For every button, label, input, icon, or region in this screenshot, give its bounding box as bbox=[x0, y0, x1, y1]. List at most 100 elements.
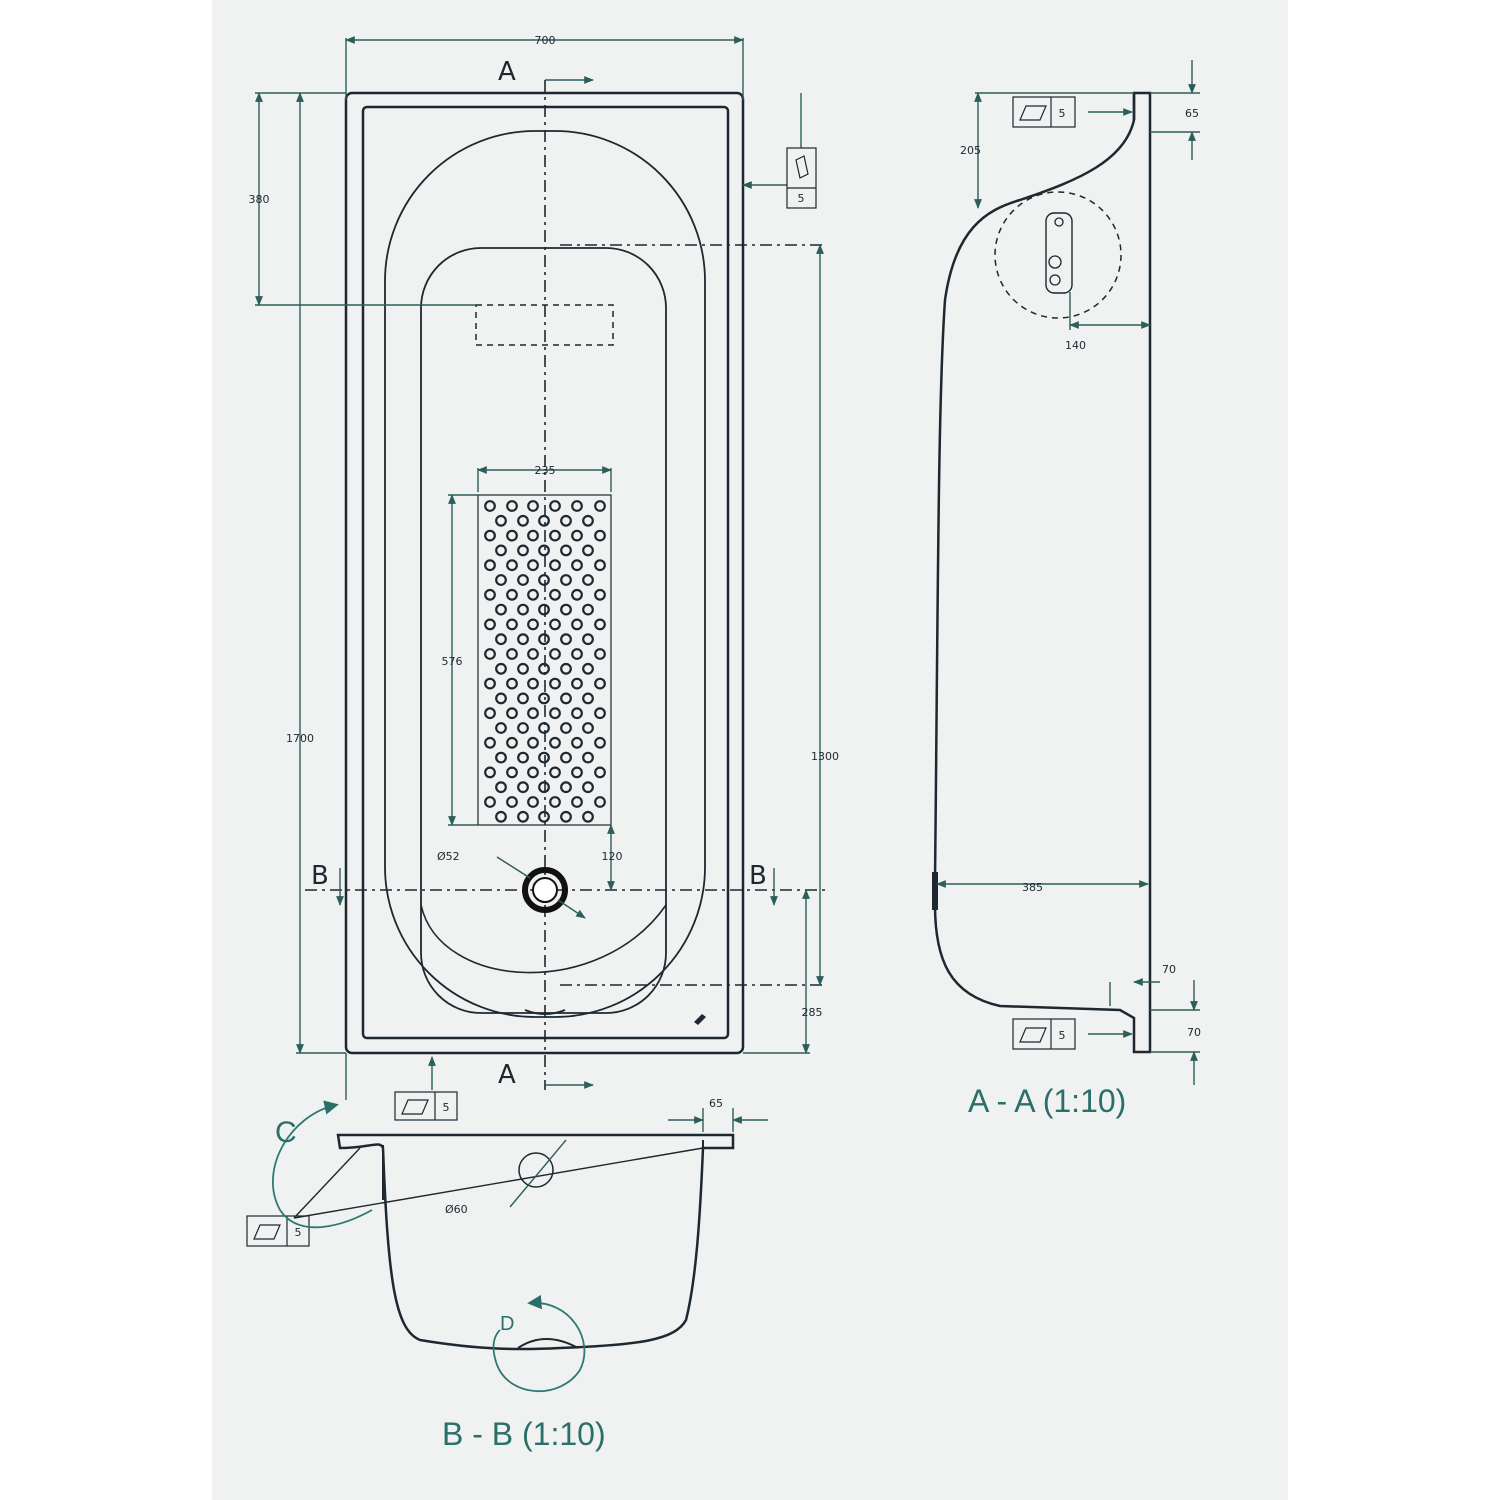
anti-slip-dot bbox=[527, 736, 539, 749]
dim-aa-overflow: 140 bbox=[1065, 339, 1086, 352]
anti-slip-dot bbox=[594, 648, 606, 660]
dim-drain-diameter: Ø52 bbox=[437, 850, 460, 863]
anti-slip-dot bbox=[484, 529, 496, 542]
drawing-sheet bbox=[212, 0, 1288, 1500]
section-mark-a-bottom: A bbox=[498, 1060, 516, 1090]
anti-slip-dot bbox=[594, 500, 606, 512]
anti-slip-dot bbox=[571, 648, 583, 660]
anti-slip-dot bbox=[527, 500, 539, 512]
anti-slip-dot bbox=[549, 588, 561, 601]
anti-slip-dot bbox=[582, 692, 594, 705]
anti-slip-dot bbox=[484, 707, 496, 720]
anti-slip-area bbox=[477, 494, 612, 826]
anti-slip-dot bbox=[517, 722, 529, 734]
anti-slip-dot bbox=[571, 796, 583, 808]
dim-aa-depth: 205 bbox=[960, 144, 981, 157]
anti-slip-dot bbox=[538, 603, 550, 616]
tolerance-box-aa-top bbox=[1012, 96, 1076, 128]
dim-anti-slip-length: 576 bbox=[442, 655, 463, 668]
anti-slip-dot bbox=[527, 707, 539, 720]
anti-slip-dot bbox=[527, 529, 539, 542]
plan-dimensions: 700 1700 380 1300 285 235 576 120 Ø52 bbox=[249, 34, 839, 1121]
anti-slip-dot bbox=[527, 588, 539, 601]
anti-slip-dot bbox=[549, 766, 561, 779]
anti-slip-dot bbox=[538, 810, 550, 823]
anti-slip-dot bbox=[484, 588, 496, 601]
anti-slip-dot bbox=[571, 559, 583, 572]
tolerance-box-bb bbox=[246, 1215, 310, 1247]
overflow-outline bbox=[475, 304, 614, 346]
section-mark-b-left: B bbox=[311, 861, 329, 891]
anti-slip-dot bbox=[527, 559, 539, 572]
anti-slip-dot bbox=[527, 796, 539, 808]
anti-slip-dot bbox=[549, 736, 561, 749]
anti-slip-dot bbox=[560, 514, 572, 527]
anti-slip-dot bbox=[506, 677, 518, 690]
anti-slip-dot bbox=[560, 810, 572, 823]
anti-slip-dot bbox=[517, 633, 529, 646]
tolerance-value-aa-top: 5 bbox=[1059, 107, 1066, 120]
anti-slip-dot bbox=[495, 810, 507, 823]
anti-slip-dot bbox=[517, 514, 529, 527]
anti-slip-dot bbox=[506, 529, 518, 542]
drain-outer bbox=[522, 867, 568, 913]
anti-slip-dot bbox=[517, 544, 529, 557]
anti-slip-dot bbox=[594, 559, 606, 572]
anti-slip-dot bbox=[594, 529, 606, 542]
anti-slip-dot bbox=[571, 588, 583, 601]
anti-slip-dot bbox=[549, 559, 561, 572]
anti-slip-dot bbox=[560, 722, 572, 734]
section-bb-profile bbox=[336, 1133, 735, 1351]
tub-basin-end-curve bbox=[420, 904, 667, 974]
anti-slip-dot bbox=[549, 529, 561, 542]
overflow-bb bbox=[518, 1152, 554, 1188]
anti-slip-dot bbox=[517, 810, 529, 823]
tolerance-box-aa-bottom bbox=[1012, 1018, 1076, 1050]
anti-slip-dot bbox=[484, 766, 496, 779]
anti-slip-dot bbox=[571, 707, 583, 720]
anti-slip-dot bbox=[582, 603, 594, 616]
anti-slip-dot bbox=[594, 707, 606, 720]
anti-slip-dot bbox=[582, 574, 594, 586]
overflow-circle bbox=[994, 191, 1122, 319]
anti-slip-dot bbox=[495, 692, 507, 705]
anti-slip-dot bbox=[594, 736, 606, 749]
anti-slip-dot bbox=[495, 574, 507, 586]
anti-slip-dot bbox=[582, 662, 594, 675]
anti-slip-dot bbox=[506, 648, 518, 660]
anti-slip-dot bbox=[594, 796, 606, 808]
detail-c-circle bbox=[272, 1100, 373, 1229]
anti-slip-dot bbox=[506, 766, 518, 779]
section-bb-caption: B - B (1:10) bbox=[442, 1416, 606, 1452]
anti-slip-dot bbox=[582, 722, 594, 734]
anti-slip-dot bbox=[506, 559, 518, 572]
section-mark-b-right: B bbox=[749, 861, 767, 891]
anti-slip-dot bbox=[538, 781, 550, 794]
anti-slip-dot bbox=[517, 692, 529, 705]
anti-slip-dot bbox=[495, 781, 507, 794]
anti-slip-dot bbox=[538, 633, 550, 646]
anti-slip-dot bbox=[506, 707, 518, 720]
dim-aa-foot: 70 bbox=[1162, 963, 1176, 976]
section-aa-caption: A - A (1:10) bbox=[968, 1083, 1126, 1119]
dim-aa-width: 385 bbox=[1022, 881, 1043, 894]
anti-slip-dot bbox=[582, 781, 594, 794]
tolerance-value-bottom: 5 bbox=[443, 1101, 450, 1114]
anti-slip-dot bbox=[549, 618, 561, 631]
anti-slip-dot bbox=[560, 781, 572, 794]
anti-slip-dot bbox=[527, 677, 539, 690]
overflow-fitting bbox=[1045, 212, 1073, 294]
anti-slip-dot bbox=[538, 574, 550, 586]
detail-c-label: C bbox=[275, 1116, 297, 1149]
handle-mark bbox=[694, 1014, 706, 1025]
anti-slip-dot bbox=[538, 514, 550, 527]
anti-slip-dot bbox=[517, 603, 529, 616]
dim-bb-overflow: Ø60 bbox=[445, 1203, 468, 1216]
anti-slip-dot bbox=[560, 544, 572, 557]
anti-slip-dot bbox=[560, 662, 572, 675]
anti-slip-dot bbox=[484, 559, 496, 572]
anti-slip-dot bbox=[538, 662, 550, 675]
anti-slip-dot bbox=[506, 588, 518, 601]
tub-outer-rim bbox=[344, 91, 745, 1055]
